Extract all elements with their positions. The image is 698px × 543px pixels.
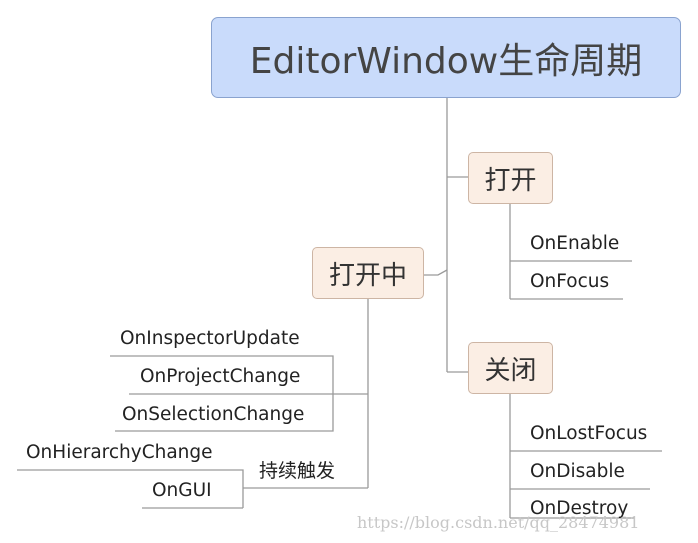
leaf-on-selection-change: OnSelectionChange <box>122 404 305 425</box>
leaf-on-destroy: OnDestroy <box>530 498 629 519</box>
node-while-open: 打开中 <box>312 247 424 299</box>
node-close: 关闭 <box>468 342 553 394</box>
leaf-on-inspector-update: OnInspectorUpdate <box>120 328 300 349</box>
leaf-on-focus: OnFocus <box>530 271 610 292</box>
root-node: EditorWindow生命周期 <box>211 17 681 98</box>
leaf-on-gui: OnGUI <box>152 480 212 501</box>
leaf-on-enable: OnEnable <box>530 233 620 254</box>
leaf-on-disable: OnDisable <box>530 461 625 482</box>
node-open: 打开 <box>468 152 553 204</box>
leaf-on-lost-focus: OnLostFocus <box>530 423 648 444</box>
leaf-on-project-change: OnProjectChange <box>140 366 301 387</box>
watermark: https://blog.csdn.net/qq_28474981 <box>357 513 640 532</box>
leaf-on-hierarchy-change: OnHierarchyChange <box>26 442 213 463</box>
continuous-trigger-label: 持续触发 <box>259 460 336 482</box>
